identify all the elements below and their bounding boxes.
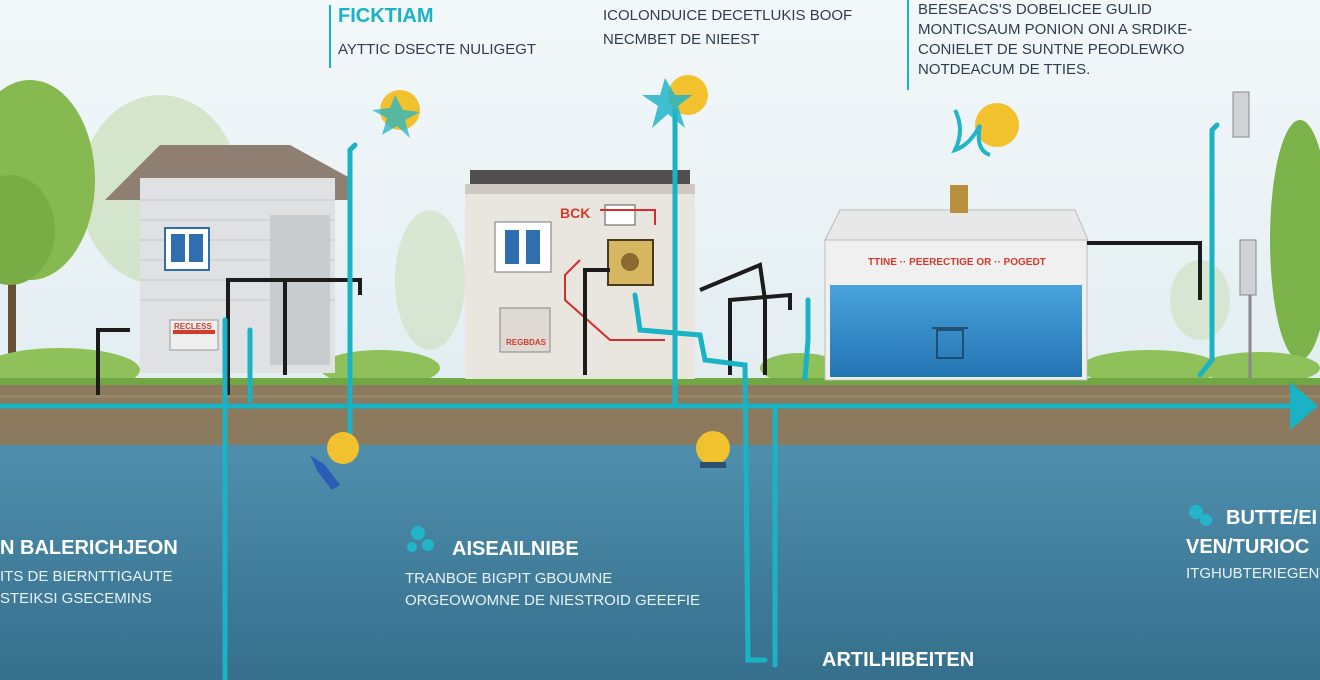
label-title: AISEAILNIBE [452, 538, 579, 560]
callout-leader-lines [329, 0, 909, 90]
callout-top-center: ICOLONDUICE DECETLUKIS BOOF NECMBET DE N… [603, 6, 852, 50]
water-drop-icon [407, 505, 1212, 552]
label-title: VEN/TURIOC [1186, 536, 1310, 558]
filter-icon [1239, 239, 1257, 296]
water-pipe-network [0, 107, 1298, 680]
label-title: BUTTE/EI [1226, 507, 1318, 529]
tank-sign: TTINE ·· PEERECTIGE OR ·· POGEDT [868, 257, 1046, 268]
underground-label-right-body: VEN/TURIOC ITGHUBTERIEGENT [1186, 536, 1320, 585]
callout-line: MONTICSAUM PONION ONI A SRDIKE- [918, 21, 1193, 38]
building-sign: BCK [560, 205, 591, 221]
label-line: ITGHUBTERIEGENT [1186, 565, 1320, 582]
label-title: ARTILHIBEITEN [822, 649, 975, 671]
callout-title: FICKTIAM [338, 5, 434, 27]
filter-icon [1232, 91, 1250, 138]
control-wiring [564, 209, 665, 341]
arrow-right-icon [1290, 382, 1318, 430]
sun-valve-icon [310, 432, 359, 490]
underground-label-left: N BALERICHJEON ITS DE BIERNTTIGAUTE STEI… [0, 537, 178, 610]
railing [96, 278, 362, 395]
ground-surface [0, 378, 1320, 386]
callout-line: CONIELET DE SUNTNE PEODLEWKO [918, 41, 1185, 58]
label-title: N BALERICHJEON [0, 537, 178, 559]
sun-valve-icon [642, 75, 708, 128]
building-tag: REGBDAS [506, 338, 547, 347]
soil-layer [0, 385, 1320, 445]
callout-line: NECMBET DE NIEEST [603, 31, 760, 48]
callout-subtitle: AYTTIC DSECTE NULIGEGT [338, 41, 537, 58]
underground-label-center-body: TRANBOE BIGPIT GBOUMNE ORGEOWOMNE DE NIE… [405, 568, 700, 612]
tank-icon [824, 185, 1089, 381]
callout-top-right: BEESEACS'S DOBELICEE GULID MONTICSAUM PO… [918, 0, 1192, 80]
callout-top-left: FICKTIAM AYTTIC DSECTE NULIGEGT [338, 5, 536, 60]
label-line: TRANBOE BIGPIT GBOUMNE [405, 570, 613, 587]
sun-valve-icon [696, 431, 730, 468]
label-line: ORGEOWOMNE DE NIESTROID GEEEFIE [405, 592, 701, 609]
label-line: STEIKSI GSECEMINS [0, 590, 152, 607]
building-icon [465, 170, 695, 379]
black-pipes [1087, 241, 1202, 300]
underground-label-center: AISEAILNIBE [452, 538, 579, 561]
sun-valve-icon [951, 103, 1019, 157]
underground-label-right: BUTTE/EI [1226, 507, 1317, 530]
callout-line: NOTDEACUM DE TTIES. [918, 61, 1091, 78]
shed-icon [105, 145, 350, 373]
label-line: ITS DE BIERNTTIGAUTE [0, 568, 173, 585]
shed-tag: RECLESS [174, 322, 212, 331]
tree-icon [0, 80, 95, 380]
groundwater-layer [0, 445, 1320, 680]
callout-line: BEESEACS'S DOBELICEE GULID [918, 1, 1152, 18]
sun-valve-icon [372, 90, 420, 138]
callout-line: ICOLONDUICE DECETLUKIS BOOF [603, 7, 853, 24]
underground-label-bottom: ARTILHIBEITEN [822, 649, 974, 672]
tree-icon [1270, 120, 1320, 380]
black-pipes [583, 262, 792, 375]
